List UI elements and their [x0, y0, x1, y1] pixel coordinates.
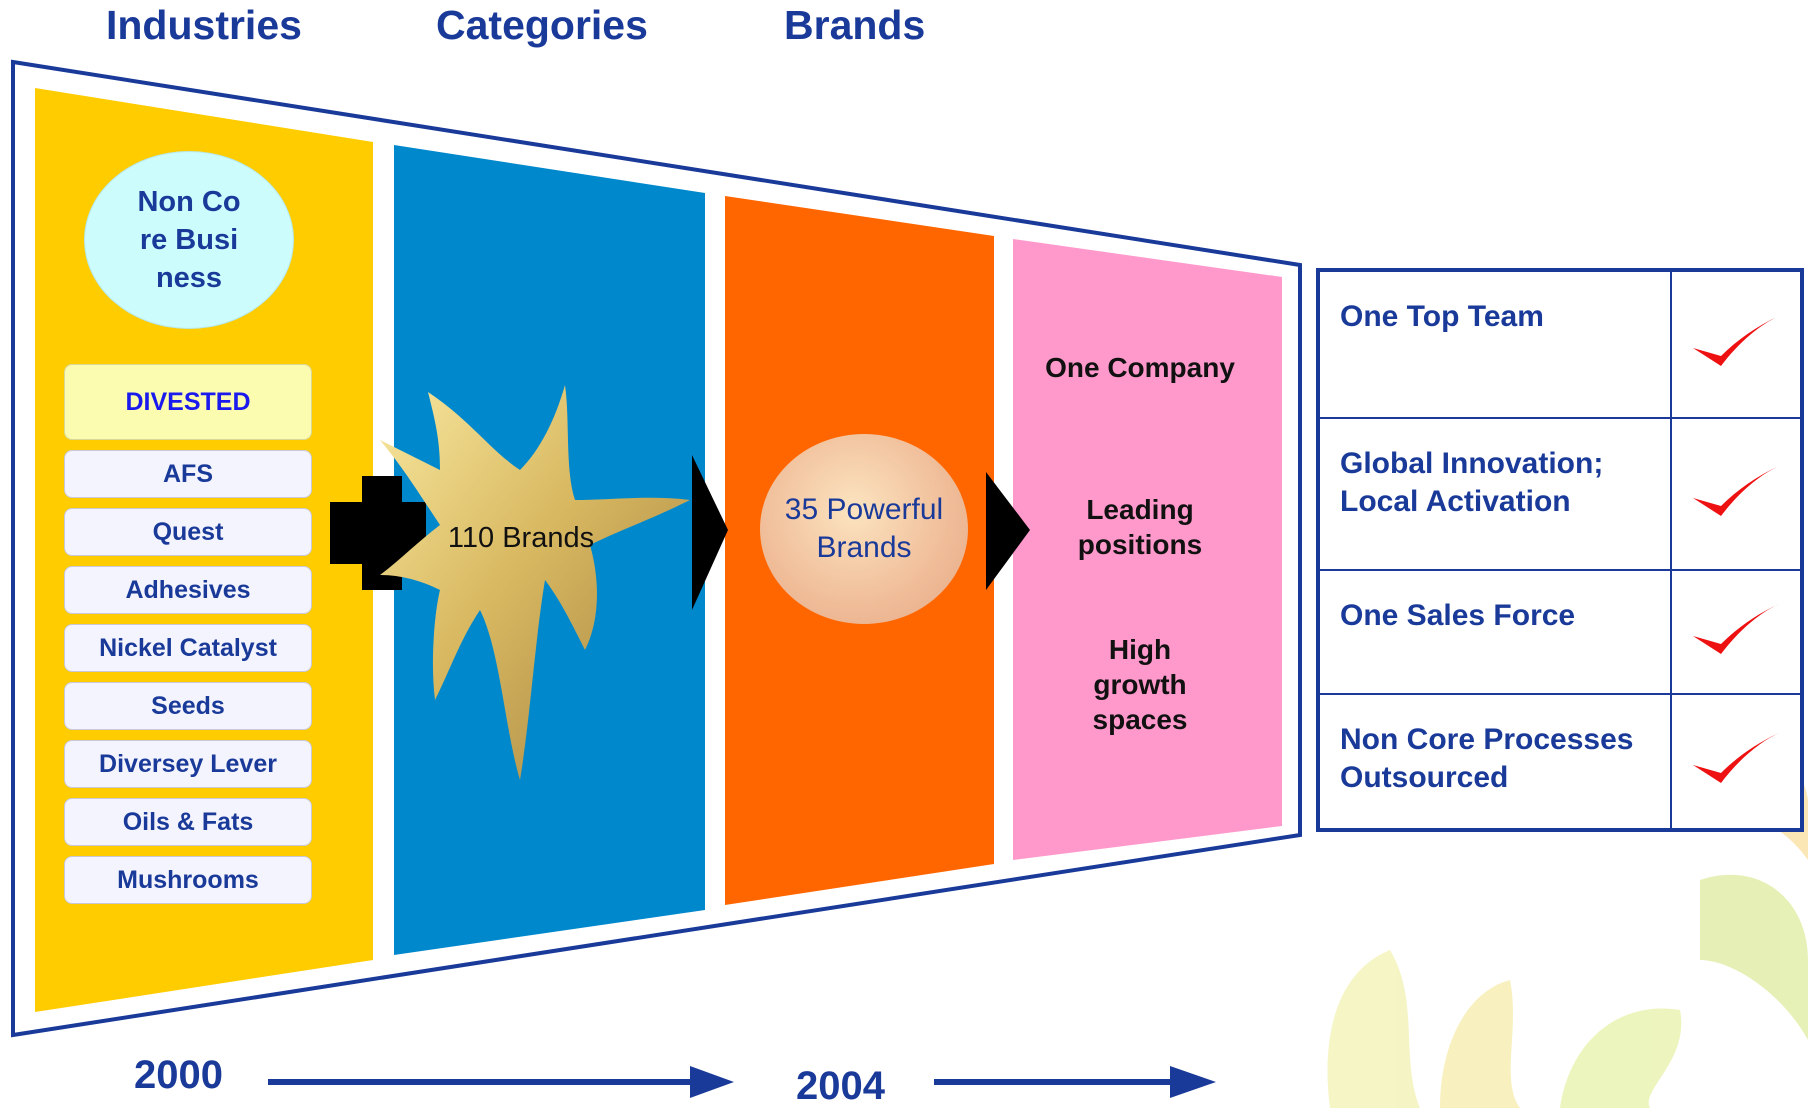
- checkmark-icon: [1670, 569, 1803, 695]
- divested-item: Quest: [64, 508, 312, 556]
- divested-item: Mushrooms: [64, 856, 312, 904]
- divested-item: Nickel Catalyst: [64, 624, 312, 672]
- header-industries: Industries: [106, 2, 302, 48]
- year-start: 2000: [134, 1053, 223, 1097]
- leading-positions-label: Leading positions: [1077, 494, 1203, 560]
- divested-item: Diversey Lever: [64, 740, 312, 788]
- arrow-right-icon: [986, 472, 1030, 590]
- one-company-label: One Company: [1045, 352, 1235, 383]
- checklist-table: One Top Team Global Innovation; Local Ac…: [1316, 268, 1804, 832]
- non-core-business-label: Non Core Business: [137, 186, 241, 294]
- star-shape: [380, 385, 690, 780]
- strategy-panel: [1013, 239, 1282, 860]
- divested-item: Oils & Fats: [64, 798, 312, 846]
- high-growth-label: High growth spaces: [1092, 634, 1188, 735]
- checklist-label: One Sales Force: [1317, 569, 1672, 695]
- arrow-right-icon: [692, 455, 728, 610]
- checkmark-icon: [1670, 417, 1803, 571]
- non-core-business-oval: Non Core Business: [84, 151, 294, 329]
- brands-35-oval: 35 Powerful Brands: [760, 434, 968, 624]
- checkmark-icon: [1670, 693, 1803, 831]
- divested-item: Adhesives: [64, 566, 312, 614]
- divested-box: DIVESTED: [64, 364, 312, 440]
- divested-item: Seeds: [64, 682, 312, 730]
- timeline-arrow-1: [268, 1066, 734, 1098]
- checkmark-icon: [1670, 269, 1803, 419]
- timeline-arrow-2: [934, 1066, 1216, 1098]
- checklist-label: Non Core Processes Outsourced: [1317, 693, 1672, 831]
- checklist-label: One Top Team: [1317, 269, 1672, 419]
- header-brands: Brands: [784, 2, 926, 48]
- brands-35-label: 35 Powerful Brands: [784, 493, 944, 564]
- checklist-label: Global Innovation; Local Activation: [1317, 417, 1672, 571]
- year-end: 2004: [796, 1064, 885, 1108]
- brands-110-label: 110 Brands: [447, 522, 595, 554]
- divested-item: AFS: [64, 450, 312, 498]
- header-categories: Categories: [436, 2, 648, 48]
